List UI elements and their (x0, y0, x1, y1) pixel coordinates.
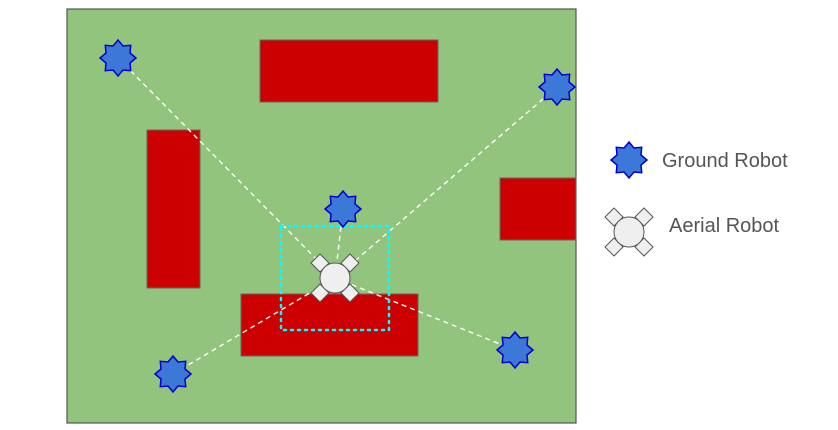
ground-robot-icon (98, 38, 138, 78)
link-bottom-left (172, 277, 336, 375)
drone-body (319, 262, 351, 294)
ground-robot-icon (495, 330, 535, 370)
ground-robot-icon (323, 189, 363, 229)
drone-body (613, 216, 645, 248)
legend-ground-robot-label: Ground Robot (662, 150, 788, 172)
obstacle-left (146, 129, 201, 289)
obstacle-bottom (240, 293, 419, 357)
aerial-coverage-box (279, 224, 391, 332)
link-top-right (334, 86, 558, 279)
obstacles (146, 39, 577, 357)
ground-robots (98, 38, 577, 394)
obstacle-top (259, 39, 439, 103)
legend-aerial-robot-icon (604, 207, 654, 257)
ground-robot-icon (153, 354, 193, 394)
legend-aerial-robot-label: Aerial Robot (669, 215, 780, 237)
aerial-robot-icon (310, 253, 360, 303)
legend: Ground Robot Aerial Robot (604, 140, 788, 257)
link-top-left (117, 57, 336, 279)
ground-robot-icon (537, 67, 577, 107)
obstacle-right (499, 177, 577, 241)
legend-ground-robot-icon (609, 140, 649, 180)
